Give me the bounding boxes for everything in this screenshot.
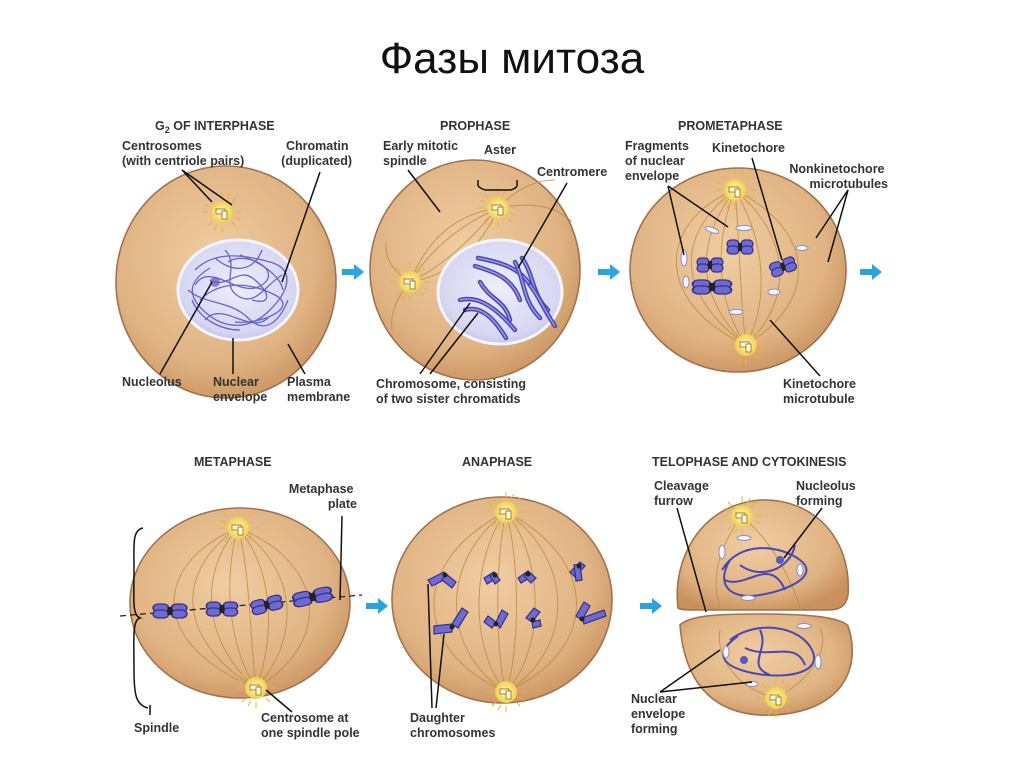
label-centromere: Centromere [537, 165, 607, 179]
prophase-cell [369, 159, 581, 381]
telophase-cell [676, 495, 854, 719]
metaphase-centrosome-bottom [235, 667, 277, 709]
arrow-1 [342, 264, 364, 280]
arrow-4 [366, 598, 388, 614]
label-early-spindle: Early mitotic spindle [383, 139, 462, 168]
prometaphase-centrosome-bottom [725, 324, 767, 366]
slide-title: Фазы митоза [379, 34, 645, 83]
prometaphase-cell [629, 167, 847, 373]
g2-title: G2 OF INTERPHASE [155, 119, 275, 135]
metaphase-centrosome-top [217, 507, 259, 549]
prophase-nucleus [436, 238, 564, 346]
label-fragments: Fragments of nuclear envelope [625, 139, 692, 183]
anaphase-cell [391, 491, 613, 713]
label-nuclear-envelope-forming: Nuclear envelope forming [631, 692, 689, 736]
prophase-leaders [407, 169, 568, 375]
label-spindle: Spindle [134, 721, 179, 735]
anaphase-centrosome-top [485, 491, 527, 533]
label-centrosomes: Centrosomes (with centriole pairs) [122, 139, 244, 168]
label-daughter-chromosomes: Daughter chromosomes [410, 711, 495, 740]
label-nonkinetochore: Nonkinetochore microtubules [789, 162, 888, 191]
label-kinetochore-microtubule: Kinetochore microtubule [783, 377, 859, 406]
label-chromatin: Chromatin (duplicated) [281, 139, 352, 168]
label-nucleolus: Nucleolus [122, 375, 182, 389]
anaphase-centrosome-bottom [485, 671, 527, 713]
anaphase-title: ANAPHASE [462, 455, 532, 469]
label-chromosome: Chromosome, consisting of two sister chr… [376, 377, 530, 406]
anaphase-spindle [433, 511, 577, 693]
telophase-title: TELOPHASE AND CYTOKINESIS [652, 455, 846, 469]
telophase-centrosome-bottom [755, 677, 797, 719]
g2-cell [115, 165, 337, 399]
metaphase-cell [119, 507, 363, 709]
telophase-fibers [715, 515, 824, 699]
metaphase-leaders [133, 515, 343, 715]
prometaphase-envelope-fragments [680, 225, 809, 315]
metaphase-title: METAPHASE [194, 455, 272, 469]
telophase-envelope-fragments [718, 535, 822, 687]
prophase-chromosomes [457, 255, 558, 341]
label-metaphase-plate: Metaphase plate [289, 482, 357, 511]
prometaphase-leaders [667, 157, 849, 377]
g2-leaders [159, 169, 321, 375]
telophase-bottom-cell [679, 613, 854, 716]
telophase-leaders [659, 507, 823, 693]
arrow-2 [598, 264, 620, 280]
g2-chromatin [187, 249, 289, 331]
label-cleavage-furrow: Cleavage furrow [654, 479, 712, 508]
label-nuclear-envelope: Nuclear envelope [213, 375, 267, 404]
prophase-centrosome-left [389, 261, 431, 303]
label-plasma-membrane: Plasma membrane [287, 375, 350, 404]
label-nucleolus-forming: Nucleolus forming [796, 479, 859, 508]
telophase-chromatin [721, 544, 815, 677]
prophase-title: PROPHASE [440, 119, 510, 133]
label-kinetochore: Kinetochore [712, 141, 785, 155]
telophase-top-cell [676, 499, 850, 611]
label-centrosome-pole: Centrosome at one spindle pole [261, 711, 360, 740]
prometaphase-centrosome-top [714, 169, 756, 211]
arrow-5 [640, 598, 662, 614]
arrow-3 [860, 264, 882, 280]
anaphase-leaders [427, 583, 445, 709]
prophase-centrosome-top [477, 187, 519, 229]
label-aster: Aster [484, 143, 516, 157]
prometaphase-title: PROMETAPHASE [678, 119, 783, 133]
telophase-centrosome-top [721, 495, 763, 537]
